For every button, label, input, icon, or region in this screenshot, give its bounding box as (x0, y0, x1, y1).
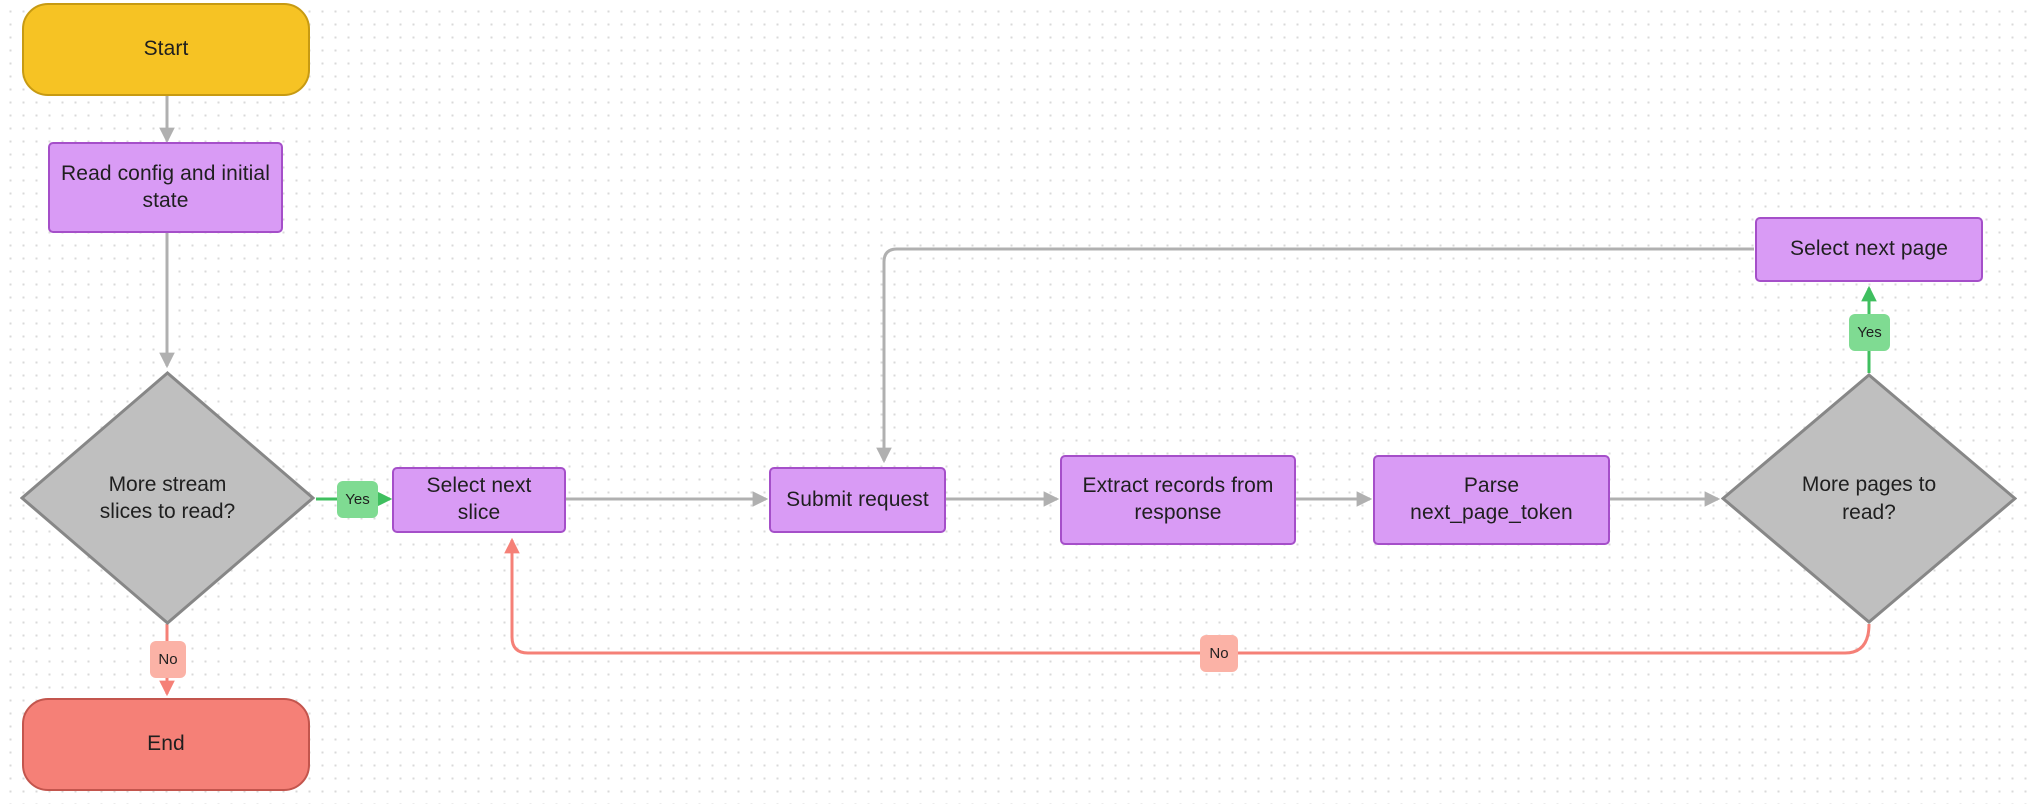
edge-more-pages-no-to-select-slice (504, 537, 1871, 655)
node-select-next-slice-label: Select next slice (426, 474, 532, 524)
node-start-label: Start (143, 37, 189, 61)
node-read-config[interactable]: Read config and initial state (48, 142, 283, 233)
edge-label-pages-no: No (1200, 635, 1238, 672)
edge-label-slices-yes-text: Yes (345, 491, 370, 508)
node-read-config-label: Read config and initial state (61, 161, 270, 212)
node-extract-records-label: Extract records from response (1082, 474, 1274, 524)
edge-label-slices-no-text: No (158, 651, 178, 668)
edge-label-pages-yes-text: Yes (1857, 324, 1882, 341)
edge-label-pages-no-text: No (1209, 645, 1229, 662)
node-parse-next-page-token-label: Parse next_page_token (1410, 474, 1573, 524)
node-parse-next-page-token[interactable]: Parse next_page_token (1373, 455, 1610, 545)
node-more-stream-slices[interactable]: More stream slices to read? (20, 371, 315, 625)
node-select-next-slice[interactable]: Select next slice (392, 467, 566, 533)
node-more-pages-to-read[interactable]: More pages to read? (1721, 373, 2017, 624)
edge-label-slices-no: No (150, 641, 186, 678)
diamond-shape-icon (1721, 373, 2017, 624)
node-submit-request[interactable]: Submit request (769, 467, 946, 533)
node-end[interactable]: End (22, 698, 310, 791)
node-start[interactable]: Start (22, 3, 310, 96)
node-select-next-page[interactable]: Select next page (1755, 217, 1983, 282)
edge-label-slices-yes: Yes (337, 481, 378, 518)
node-more-pages-to-read-label: More pages to read? (1801, 473, 1937, 524)
diamond-shape-icon (20, 371, 315, 625)
node-more-stream-slices-label: More stream slices to read? (99, 472, 236, 523)
node-extract-records[interactable]: Extract records from response (1060, 455, 1296, 545)
edge-label-pages-yes: Yes (1849, 314, 1890, 351)
node-end-label: End (147, 732, 185, 756)
node-submit-request-label: Submit request (786, 487, 929, 511)
node-select-next-page-label: Select next page (1789, 237, 1949, 261)
edge-select-page-to-submit-request (876, 247, 1754, 464)
